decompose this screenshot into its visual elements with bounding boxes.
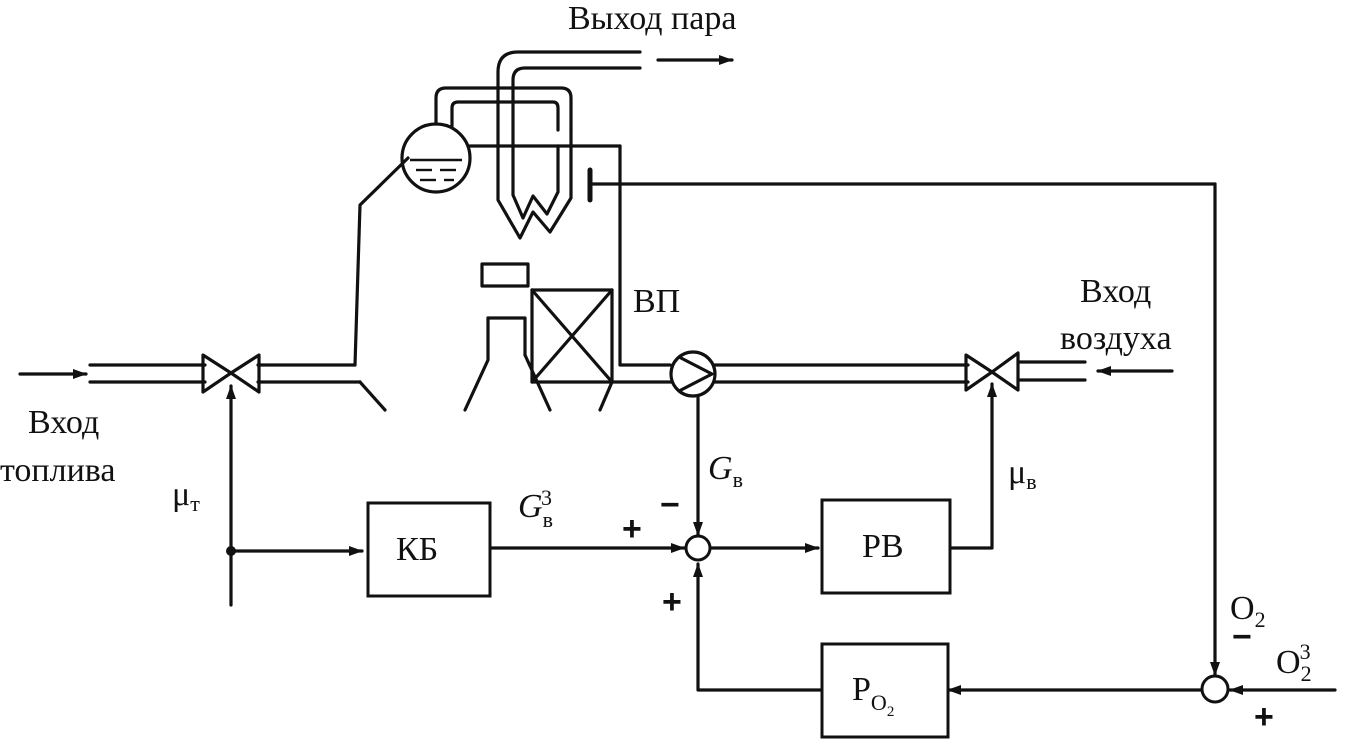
summing-junction-oxygen — [1200, 674, 1230, 704]
block-ro2 — [820, 642, 950, 739]
summing-junction-air — [684, 534, 712, 562]
block-kb — [366, 501, 492, 598]
kb-label: КБ — [396, 531, 439, 568]
steam-pipes — [434, 50, 642, 148]
g-v-setpoint-label: Gв3 — [518, 485, 553, 532]
air-pipe — [713, 360, 1087, 384]
block-rv — [820, 498, 952, 595]
control-lines — [226, 182, 1337, 695]
sum2-plus-bottom: + — [1254, 698, 1274, 736]
fuel-inlet-label-2: топлива — [0, 452, 116, 489]
sum1-plus-bottom: + — [662, 583, 682, 621]
air-inlet-label-1: Вход — [1080, 273, 1152, 310]
fuel-valve — [201, 353, 261, 394]
boiler-drum — [400, 122, 472, 194]
sum1-minus-top: − — [660, 486, 680, 524]
mu-v-label: μв — [1008, 454, 1037, 494]
steam-outlet-label: Выход пара — [568, 0, 737, 37]
o2-setpoint-label: O23 — [1276, 639, 1312, 686]
sum1-plus-left: + — [622, 510, 642, 548]
o2-measured-label: O2 — [1230, 590, 1266, 632]
fuel-pipe — [88, 363, 387, 412]
sum2-minus-top: − — [1232, 618, 1252, 656]
air-valve — [964, 351, 1020, 392]
oxygen-sensor — [587, 167, 1217, 203]
rv-label: РВ — [862, 528, 904, 565]
air-inlet-label-2: воздуха — [1060, 320, 1172, 357]
superheater-coil — [496, 128, 573, 240]
ro2-label: PO2 — [852, 671, 895, 720]
fuel-inlet-label-1: Вход — [28, 404, 100, 441]
flue-duct — [618, 144, 672, 367]
mu-t-label: μт — [172, 476, 200, 516]
air-heater — [463, 262, 674, 412]
downcomer-pipe — [353, 156, 410, 367]
air-fan — [669, 350, 717, 398]
g-v-label: Gв — [708, 450, 743, 492]
air-heater-label: ВП — [633, 283, 681, 320]
